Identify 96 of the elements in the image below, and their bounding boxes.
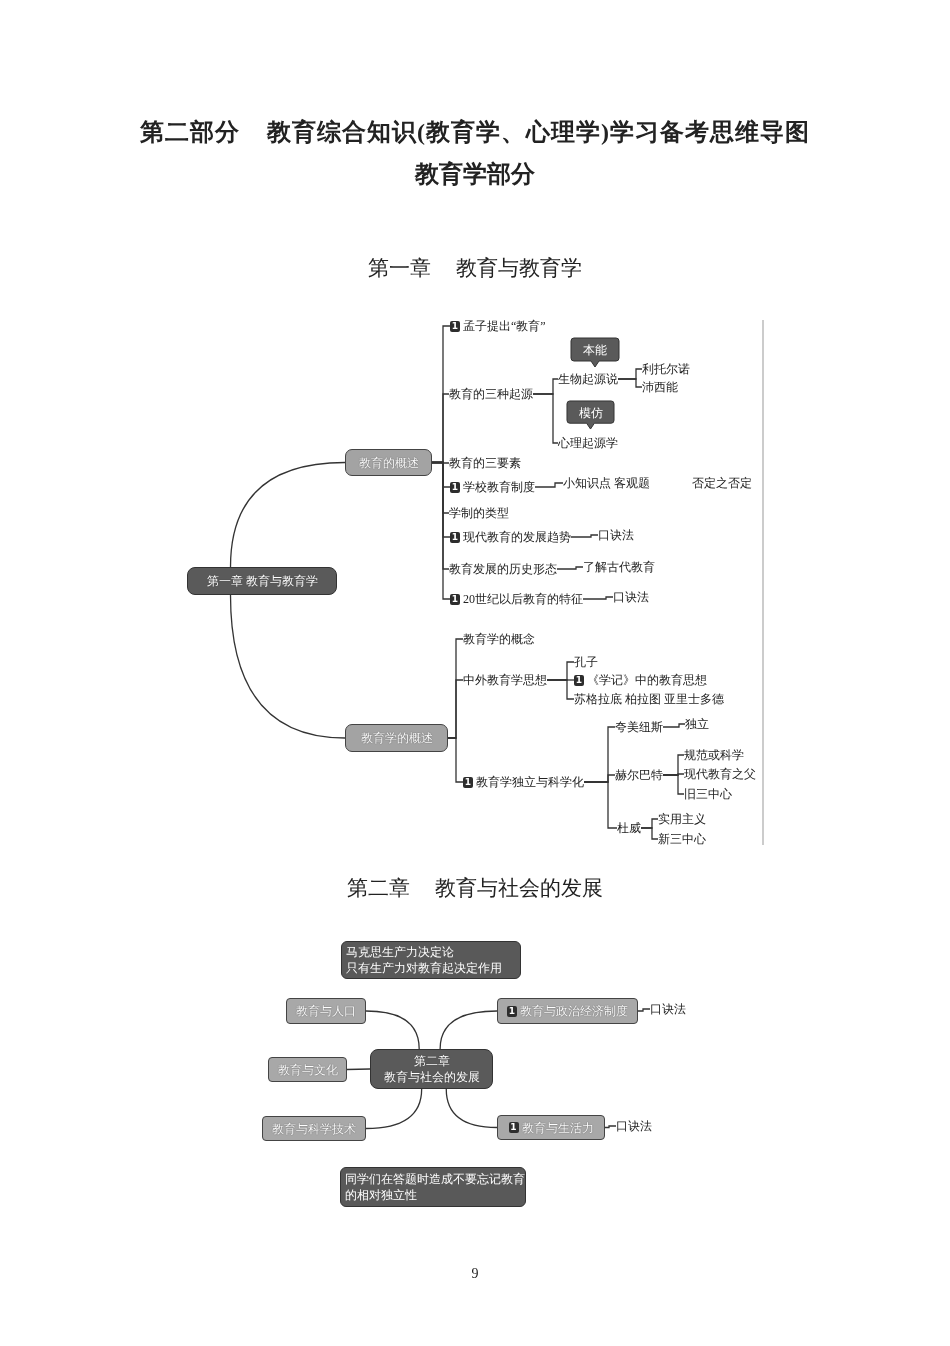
subtopic-box bbox=[286, 998, 366, 1024]
branch-topic-box bbox=[345, 449, 432, 476]
connector-line bbox=[582, 596, 614, 600]
branch-line bbox=[229, 594, 346, 739]
connector-line bbox=[617, 378, 643, 388]
number-badge: 1 bbox=[463, 777, 473, 788]
box-text: 马克思生产力决定论 bbox=[346, 944, 454, 960]
box-text: 同学们在答题时造成不要忘记教育的相对独立性 bbox=[345, 1171, 525, 1203]
box-text: 教育与政治经济制度 bbox=[520, 1003, 628, 1019]
connector-line bbox=[546, 679, 575, 700]
subtopic-box bbox=[497, 998, 638, 1024]
topic-text: 规范或科学 bbox=[684, 748, 744, 762]
topic-text: 赫尔巴特 bbox=[615, 768, 663, 782]
connector-line bbox=[604, 1125, 617, 1129]
number-badge: 1 bbox=[450, 482, 460, 493]
topic-text: 中外教育学思想 bbox=[463, 673, 547, 687]
topic-text: 独立 bbox=[685, 717, 709, 731]
branch-line bbox=[365, 1010, 420, 1050]
topic-text: 学制的类型 bbox=[449, 506, 509, 520]
chapter-heading: 第二章 教育与社会的发展 bbox=[347, 875, 603, 902]
topic-text: 旧三中心 bbox=[684, 787, 732, 801]
branch-line bbox=[229, 461, 346, 568]
topic-text: 苏格拉底 柏拉图 亚里士多德 bbox=[574, 692, 724, 706]
connector-line bbox=[570, 534, 599, 538]
subtopic-box bbox=[268, 1057, 347, 1082]
topic-text: 口诀法 bbox=[613, 590, 649, 604]
box-text: 第一章 教育与教育学 bbox=[206, 573, 318, 589]
topic-text: 教育发展的历史形态 bbox=[449, 562, 557, 576]
connector-line bbox=[431, 461, 451, 600]
topic-text: 口诀法 bbox=[598, 528, 634, 542]
connector-line bbox=[447, 737, 464, 783]
box-text: 教育的概述 bbox=[358, 454, 419, 471]
branch-line bbox=[439, 1010, 498, 1050]
topic-text: 生物起源说 bbox=[558, 372, 618, 386]
topic-text: 夸美纽斯 bbox=[615, 720, 663, 734]
box-text: 教育与生活力 bbox=[521, 1119, 594, 1136]
connector-line bbox=[534, 482, 564, 488]
branch-line bbox=[365, 1088, 423, 1130]
number-badge: 1 bbox=[450, 321, 460, 332]
connector-line bbox=[583, 781, 618, 829]
topic-text: 沛西能 bbox=[642, 380, 678, 394]
number-badge: 1 bbox=[450, 594, 460, 605]
branch-topic-box bbox=[345, 724, 448, 752]
topic-text: 教育的三要素 bbox=[449, 456, 521, 470]
box-text: 教育与文化 bbox=[277, 1061, 338, 1078]
box-text: 教育与人口 bbox=[296, 1003, 356, 1019]
central-topic-box bbox=[187, 567, 337, 595]
box-text: 教育与科学技术 bbox=[272, 1120, 356, 1137]
topic-text: 了解古代教育 bbox=[583, 560, 655, 574]
connector-line bbox=[637, 1008, 651, 1012]
box-text: 第二章 bbox=[413, 1053, 450, 1069]
page-title: 第二部分 教育综合知识(教育学、心理学)学习备考思维导图 bbox=[140, 118, 810, 147]
note-box bbox=[341, 941, 521, 979]
topic-text: 孟子提出“教育” bbox=[463, 319, 546, 333]
topic-text: 利托尔诺 bbox=[642, 362, 690, 376]
number-badge: 1 bbox=[507, 1005, 517, 1017]
topic-text: 现代教育之父 bbox=[684, 767, 756, 781]
connector-line bbox=[556, 566, 584, 570]
page-number: 9 bbox=[471, 1266, 479, 1282]
topic-text: 口诀法 bbox=[650, 1002, 686, 1016]
topic-text: 《学记》中的教育思想 bbox=[587, 673, 707, 687]
subtopic-box bbox=[262, 1116, 366, 1141]
branch-line bbox=[445, 1088, 498, 1129]
topic-text: 教育的三种起源 bbox=[449, 387, 533, 401]
connector-line bbox=[532, 393, 559, 444]
topic-text: 心理起源学 bbox=[558, 436, 618, 450]
topic-text: 教育学独立与科学化 bbox=[476, 775, 584, 789]
connector-line bbox=[640, 827, 659, 840]
topic-text: 实用主义 bbox=[658, 812, 706, 826]
box-text: 教育学的概述 bbox=[360, 730, 433, 746]
box-text: 教育与社会的发展 bbox=[383, 1069, 480, 1085]
number-badge: 1 bbox=[450, 532, 460, 543]
branch-line bbox=[346, 1068, 371, 1071]
subtitle: 教育学部分 bbox=[415, 160, 535, 189]
subtopic-box bbox=[497, 1115, 605, 1140]
box-text: 本能 bbox=[582, 342, 608, 358]
number-badge: 1 bbox=[574, 675, 584, 686]
topic-text: 20世纪以后教育的特征 bbox=[463, 592, 583, 606]
topic-text: 教育学的概念 bbox=[463, 632, 535, 646]
topic-text: 否定之否定 bbox=[692, 475, 752, 492]
connector-line bbox=[662, 774, 685, 795]
connector-line bbox=[662, 723, 686, 728]
topic-text: 现代教育的发展趋势 bbox=[463, 530, 571, 544]
speech-bubble bbox=[566, 400, 615, 430]
topic-text: 学校教育制度 bbox=[463, 480, 535, 494]
speech-bubble bbox=[570, 337, 620, 368]
topic-text: 孔子 bbox=[574, 655, 598, 669]
chapter-heading: 第一章 教育与教育学 bbox=[368, 255, 582, 282]
topic-text: 口诀法 bbox=[616, 1119, 652, 1133]
central-topic-box bbox=[370, 1049, 493, 1089]
box-text: 只有生产力对教育起决定作用 bbox=[346, 960, 502, 976]
topic-text: 新三中心 bbox=[658, 832, 706, 846]
number-badge: 1 bbox=[508, 1122, 519, 1133]
topic-text: 小知识点 客观题 bbox=[563, 476, 650, 490]
topic-text: 杜威 bbox=[617, 821, 641, 835]
box-text: 模仿 bbox=[577, 405, 604, 421]
